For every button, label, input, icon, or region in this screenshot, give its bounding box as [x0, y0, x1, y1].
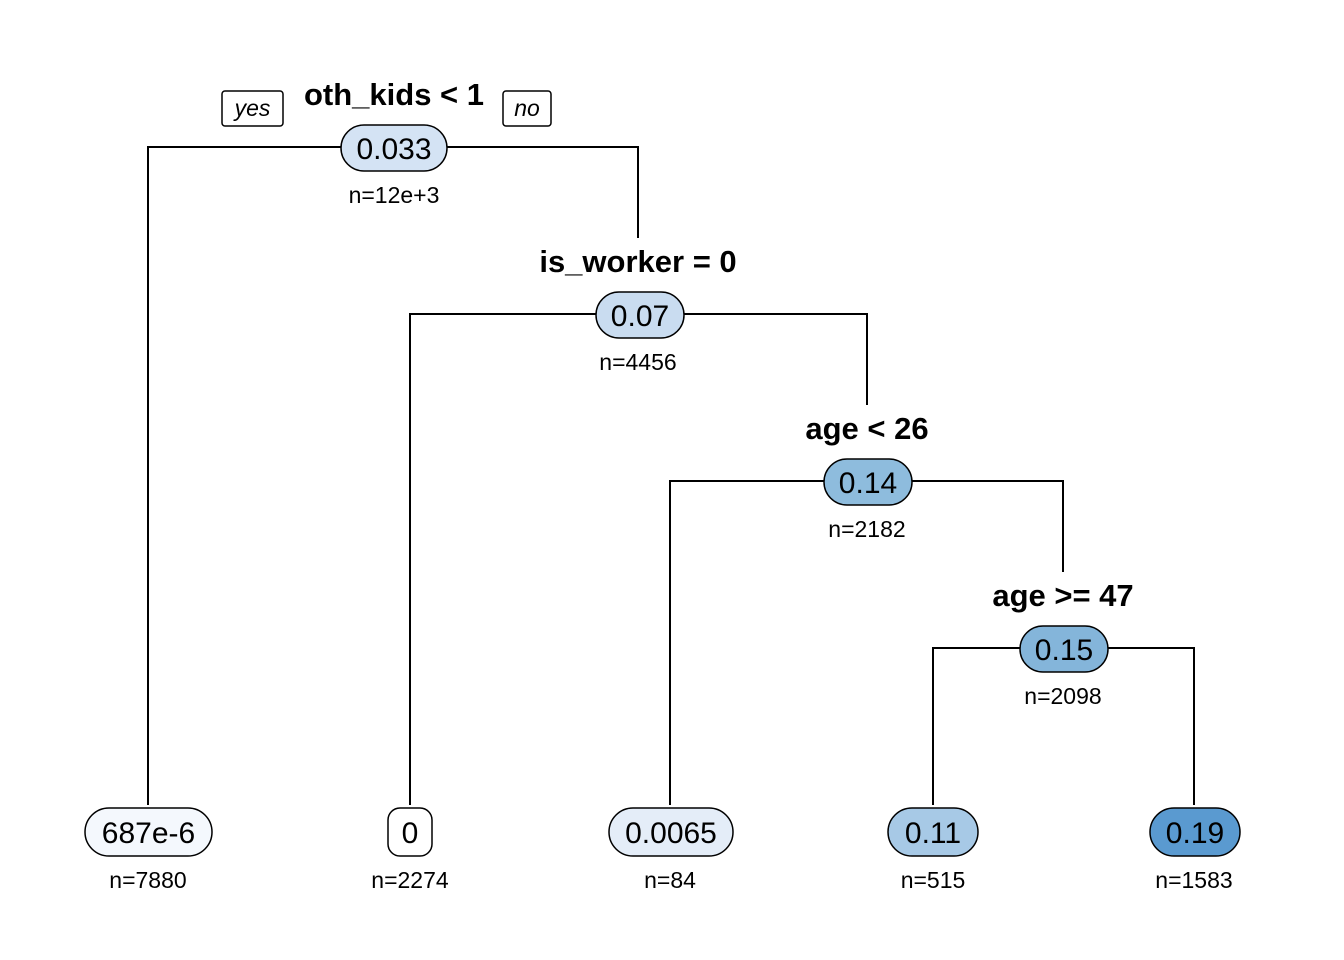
node-count: n=2182 — [828, 516, 905, 542]
edge-root-left — [147, 146, 341, 805]
edge-age47-left — [932, 647, 1020, 805]
edge-age47-right — [1108, 647, 1195, 805]
edge-age26-right — [912, 480, 1064, 572]
edge-root-right — [447, 146, 639, 238]
edge-isworker-left — [409, 313, 596, 805]
tree-leaf-5: 0.19 n=1583 — [1149, 807, 1241, 893]
branch-label-yes: yes — [221, 90, 284, 127]
tree-node-age-26: age < 26 0.14 n=2182 — [805, 411, 928, 542]
tree-leaf-2: 0 n=2274 — [371, 807, 449, 893]
node-value: 0.07 — [611, 300, 669, 333]
node-box — [1019, 625, 1109, 673]
node-value: 0.033 — [356, 133, 431, 166]
leaf-value: 0.11 — [905, 817, 961, 850]
node-value: 0.15 — [1035, 634, 1093, 667]
leaf-box — [1149, 807, 1241, 857]
leaf-box — [608, 807, 734, 857]
branch-label-no-text: no — [514, 95, 540, 121]
split-label: age >= 47 — [992, 578, 1133, 613]
tree-edges — [147, 146, 1195, 805]
tree-node-is-worker: is_worker = 0 0.07 n=4456 — [539, 244, 736, 375]
tree-node-root: oth_kids < 1 0.033 n=12e+3 — [304, 77, 484, 208]
leaf-value: 687e-6 — [102, 817, 195, 850]
node-box — [823, 458, 913, 506]
node-value: 0.14 — [839, 467, 897, 500]
leaf-value: 0.19 — [1166, 817, 1224, 850]
tree-leaf-1: 687e-6 n=7880 — [84, 807, 213, 893]
tree-leaf-3: 0.0065 n=84 — [608, 807, 734, 893]
leaf-box — [84, 807, 213, 857]
split-label: age < 26 — [805, 411, 928, 446]
node-box — [595, 291, 685, 339]
node-count: n=12e+3 — [349, 182, 440, 208]
tree-leaf-4: 0.11 n=515 — [887, 807, 979, 893]
leaf-box — [887, 807, 979, 857]
branch-label-no: no — [502, 90, 552, 127]
leaf-count: n=1583 — [1155, 867, 1232, 893]
leaf-box — [387, 807, 433, 857]
leaf-value: 0 — [402, 817, 419, 850]
leaf-count: n=515 — [901, 867, 966, 893]
edge-age26-left — [669, 480, 824, 805]
branch-label-yes-text: yes — [233, 95, 271, 121]
split-label: oth_kids < 1 — [304, 77, 484, 112]
node-count: n=2098 — [1024, 683, 1101, 709]
leaf-count: n=84 — [644, 867, 696, 893]
edge-isworker-right — [684, 313, 868, 405]
leaf-value: 0.0065 — [625, 817, 717, 850]
tree-node-age-47: age >= 47 0.15 n=2098 — [992, 578, 1133, 709]
node-box — [340, 124, 448, 172]
node-count: n=4456 — [599, 349, 676, 375]
leaf-count: n=7880 — [109, 867, 186, 893]
leaf-count: n=2274 — [371, 867, 449, 893]
split-label: is_worker = 0 — [539, 244, 736, 279]
